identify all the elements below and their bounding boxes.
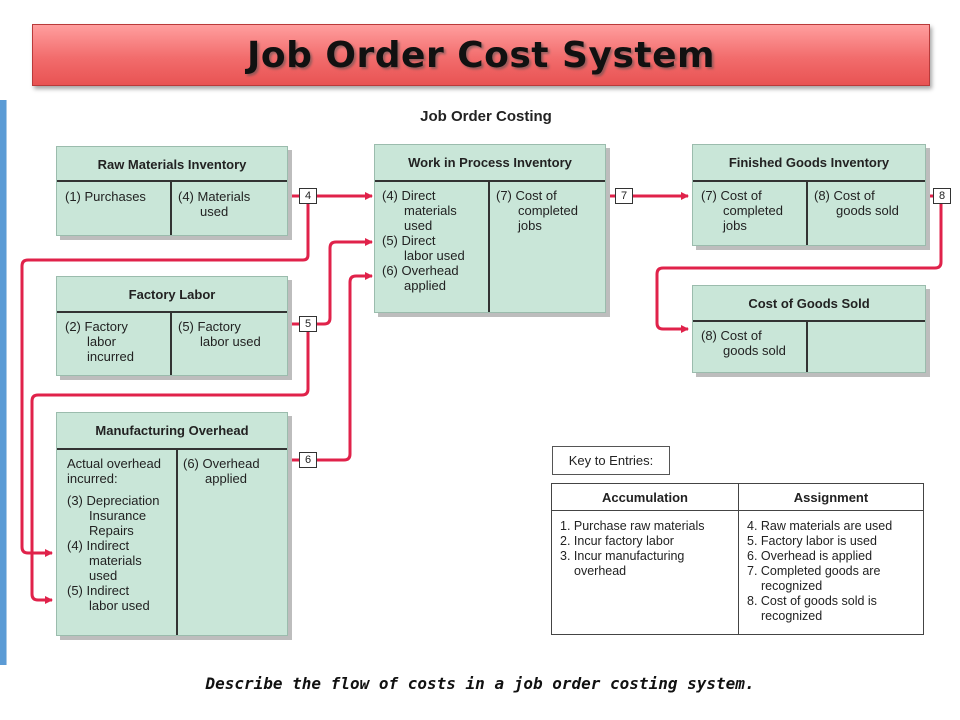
slide-title: Job Order Cost System: [246, 34, 716, 76]
debit-entries: Actual overhead incurred: (3) Depreciati…: [67, 456, 161, 613]
slide-caption: Describe the flow of costs in a job orde…: [205, 674, 755, 693]
entry-badge-5: 5: [299, 316, 317, 332]
entry-badge-8: 8: [933, 188, 951, 204]
flow-arrow-6-to-wip: [285, 276, 372, 462]
account-title: Raw Materials Inventory: [97, 157, 247, 172]
diagram-heading: Job Order Costing: [420, 108, 552, 125]
account-title: Factory Labor: [128, 287, 216, 302]
title-banner: Job Order Cost System: [32, 24, 930, 86]
entry-badge-4: 4: [299, 188, 317, 204]
key-to-entries-table: Accumulation Assignment 1. Purchase raw …: [551, 483, 924, 635]
assignment-entries: 4. Raw materials are used 5. Factory lab…: [738, 510, 924, 635]
account-cost-of-goods-sold: Cost of Goods Sold (8) Cost of goods sol…: [692, 285, 926, 373]
account-title: Work in Process Inventory: [408, 155, 572, 170]
entry-badge-6: 6: [299, 452, 317, 468]
account-finished-goods-inventory: Finished Goods Inventory (7) Cost of com…: [692, 144, 926, 246]
debit-entries: (2) Factory labor incurred: [65, 319, 134, 364]
debit-entries: (7) Cost of completed jobs: [701, 188, 783, 233]
flow-arrow-5-to-wip: [285, 242, 372, 326]
column-header-accumulation: Accumulation: [551, 483, 739, 511]
account-title: Finished Goods Inventory: [728, 155, 890, 170]
credit-entries: (6) Overhead applied: [183, 456, 260, 486]
left-edge-rule-light: [6, 100, 7, 665]
account-raw-materials-inventory: Raw Materials Inventory (1) Purchases (4…: [56, 146, 288, 236]
debit-entries: (8) Cost of goods sold: [701, 328, 786, 358]
credit-entries: (5) Factory labor used: [178, 319, 261, 349]
debit-entries: (1) Purchases: [65, 189, 146, 204]
account-title: Manufacturing Overhead: [95, 423, 249, 438]
account-title: Cost of Goods Sold: [748, 296, 870, 311]
left-edge-rule: [0, 100, 6, 665]
account-manufacturing-overhead: Manufacturing Overhead Actual overhead i…: [56, 412, 288, 636]
credit-entries: (7) Cost of completed jobs: [496, 188, 578, 233]
credit-entries: (8) Cost of goods sold: [814, 188, 899, 218]
key-to-entries-label: Key to Entries:: [552, 446, 670, 475]
column-header-assignment: Assignment: [738, 483, 924, 511]
account-work-in-process-inventory: Work in Process Inventory (4) Direct mat…: [374, 144, 606, 313]
credit-entries: (4) Materials used: [178, 189, 251, 219]
account-factory-labor: Factory Labor (2) Factory labor incurred…: [56, 276, 288, 376]
debit-entries: (4) Direct materials used (5) Direct lab…: [382, 188, 465, 293]
accumulation-entries: 1. Purchase raw materials 2. Incur facto…: [551, 510, 739, 635]
entry-badge-7: 7: [615, 188, 633, 204]
